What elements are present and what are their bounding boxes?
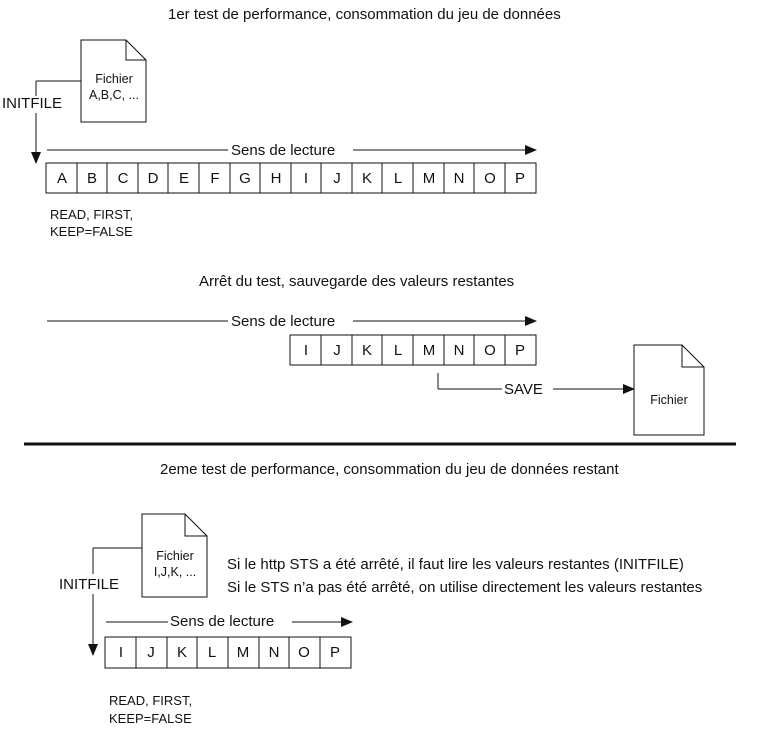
data-cell: N xyxy=(453,169,465,187)
data-cell: N xyxy=(268,644,280,661)
read-options-line1: READ, FIRST, xyxy=(50,207,134,222)
note-line2: Si le STS n’a pas été arrêté, on utilise… xyxy=(227,579,703,596)
data-cell: M xyxy=(422,169,436,187)
initfile-label-3: INITFILE xyxy=(59,576,120,593)
data-cell: L xyxy=(393,169,403,187)
data-cell: K xyxy=(361,341,372,359)
data-cell: J xyxy=(333,169,341,187)
file-label-3: Fichier xyxy=(156,549,194,563)
data-cell: J xyxy=(333,341,341,359)
data-cell: N xyxy=(453,341,465,359)
read-options-line2: KEEP=FALSE xyxy=(50,224,133,239)
data-cell: P xyxy=(514,341,525,359)
read-options-line2-3: KEEP=FALSE xyxy=(109,711,192,726)
section2-title: Arrêt du test, sauvegarde des valeurs re… xyxy=(199,273,515,290)
reading-direction-label: Sens de lecture xyxy=(231,142,336,159)
save-connector xyxy=(437,373,635,394)
saved-file-document-icon xyxy=(633,344,705,436)
save-label: SAVE xyxy=(504,381,543,398)
data-cell: G xyxy=(239,169,251,187)
data-cell: K xyxy=(361,169,372,187)
data-cell: A xyxy=(56,169,67,187)
section3-title: 2eme test de performance, consommation d… xyxy=(160,461,619,478)
data-cell: E xyxy=(178,169,189,187)
data-cell: P xyxy=(329,644,340,661)
file-content: A,B,C, ... xyxy=(88,88,139,102)
note-line1: Si le http STS a été arrêté, il faut lir… xyxy=(227,556,684,573)
file-document-icon xyxy=(80,39,147,123)
data-cell: P xyxy=(514,169,525,187)
file-document-icon-3 xyxy=(141,513,208,598)
data-cell: L xyxy=(393,341,403,359)
reading-direction-label-2: Sens de lecture xyxy=(231,313,336,330)
reading-direction-label-3: Sens de lecture xyxy=(170,613,275,630)
saved-file-label: Fichier xyxy=(650,393,688,407)
data-cell: F xyxy=(210,169,220,187)
initfile-connector xyxy=(31,80,81,164)
data-cell: I xyxy=(303,169,309,187)
file-content-3: I,J,K, ... xyxy=(153,565,197,579)
read-options-line1-3: READ, FIRST, xyxy=(109,693,193,708)
data-cell: I xyxy=(118,644,124,661)
data-cell: O xyxy=(484,341,496,359)
data-cell: M xyxy=(236,644,250,661)
data-cell: B xyxy=(86,169,97,187)
data-cell: M xyxy=(422,341,436,359)
data-cell: L xyxy=(207,644,217,661)
data-cell: I xyxy=(303,341,309,359)
data-cell: H xyxy=(270,169,282,187)
data-cell: O xyxy=(298,644,310,661)
section1-title: 1er test de performance, consommation du… xyxy=(168,6,561,23)
initfile-label: INITFILE xyxy=(2,95,63,112)
data-cell: C xyxy=(117,169,129,187)
data-cell: K xyxy=(176,644,187,661)
data-cell: J xyxy=(147,644,155,661)
data-cell: D xyxy=(147,169,159,187)
data-cell: O xyxy=(484,169,496,187)
initfile-connector-3 xyxy=(88,547,142,656)
file-label: Fichier xyxy=(95,72,133,86)
